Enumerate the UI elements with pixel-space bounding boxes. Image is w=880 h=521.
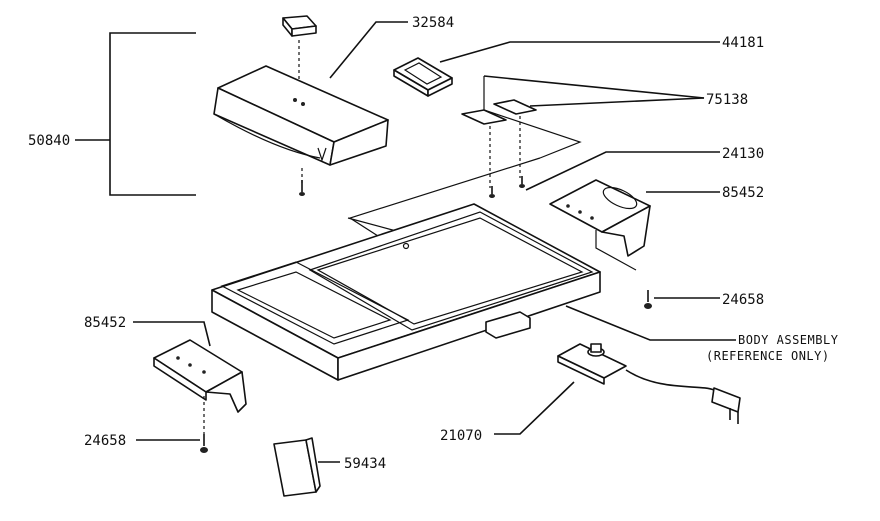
leader-lines — [133, 21, 736, 463]
callout-body-assembly: BODY ASSEMBLY — [738, 333, 839, 347]
callout-24658-left: 24658 — [84, 433, 126, 449]
callout-labels: 32584 44181 75138 24130 85452 50840 2465… — [28, 15, 839, 472]
callout-21070: 21070 — [440, 428, 482, 444]
part-manual — [273, 437, 321, 497]
part-bracket-left — [153, 339, 247, 453]
callout-85452-left: 85452 — [84, 315, 126, 331]
part-window-frame — [393, 57, 453, 97]
part-temperature-control — [557, 343, 741, 424]
part-small-cap — [282, 15, 317, 88]
bracket-50840 — [75, 32, 196, 196]
part-lid — [213, 65, 389, 196]
part-bracket-right — [549, 179, 652, 309]
part-clips — [461, 76, 582, 198]
part-bracket-left-screw — [200, 434, 208, 453]
callout-59434: 59434 — [344, 456, 386, 472]
callout-32584: 32584 — [412, 15, 454, 31]
part-cord-plug — [711, 387, 741, 424]
callout-24658-right: 24658 — [722, 292, 764, 308]
callout-75138: 75138 — [706, 92, 748, 108]
part-plate-outline — [347, 157, 541, 237]
part-lid-screw — [299, 180, 305, 196]
part-bracket-right-screw — [644, 290, 652, 309]
part-body-assembly — [211, 203, 601, 381]
callout-85452-right: 85452 — [722, 185, 764, 201]
callout-50840: 50840 — [28, 133, 70, 149]
callout-44181: 44181 — [722, 35, 764, 51]
callout-24130: 24130 — [722, 146, 764, 162]
callout-reference-only: (REFERENCE ONLY) — [706, 349, 830, 363]
